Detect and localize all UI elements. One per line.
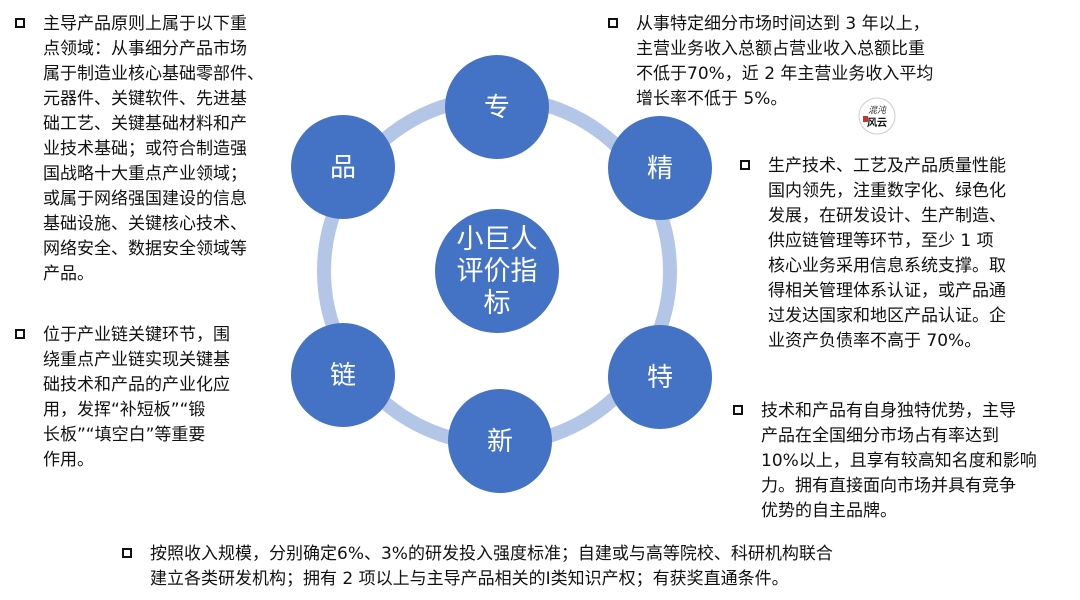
node-xin: 新	[448, 389, 552, 493]
node-te: 特	[608, 325, 712, 429]
note-lian-text: 位于产业链关键环节，围 绕重点产业链实现关键基 础技术和产品的产业化应 用，发挥…	[43, 325, 230, 470]
bullet-icon	[740, 160, 750, 170]
note-jing: 生产技术、工艺及产品质量性能 国内领先，注重数字化、绿色化 发展，在研发设计、生…	[740, 154, 1070, 354]
bullet-icon	[15, 329, 25, 339]
note-te: 技术和产品有自身独特优势，主导 产品在全国细分市场占有率达到 10%以上，且享有…	[733, 399, 1078, 524]
note-zhuan-text: 从事特定细分市场时间达到 3 年以上， 主营业务收入总额占营业收入总额比重 不低…	[636, 14, 934, 109]
bullet-icon	[608, 18, 618, 28]
center-circle: 小巨人评价指标	[435, 209, 559, 333]
node-zhuan: 专	[445, 55, 549, 159]
note-te-text: 技术和产品有自身独特优势，主导 产品在全国细分市场占有率达到 10%以上，且享有…	[761, 401, 1037, 521]
note-xin: 按照收入规模，分别确定6%、3%的研发投入强度标准；自建或与高等院校、科研机构联…	[122, 542, 1022, 592]
note-xin-text: 按照收入规模，分别确定6%、3%的研发投入强度标准；自建或与高等院校、科研机构联…	[150, 544, 833, 589]
node-lian: 链	[291, 323, 395, 427]
note-zhuan: 从事特定细分市场时间达到 3 年以上， 主营业务收入总额占营业收入总额比重 不低…	[608, 12, 988, 112]
bullet-icon	[15, 18, 25, 28]
node-pin: 品	[291, 115, 395, 219]
logo-text-top: 混沌	[868, 105, 887, 116]
node-label-jing: 精	[647, 154, 673, 184]
node-label-lian: 链	[330, 361, 356, 391]
bullet-icon	[122, 548, 132, 558]
note-pin-text: 主导产品原则上属于以下重 点领域：从事细分产品市场 属于制造业核心基础零部件、 …	[43, 14, 264, 284]
node-label-zhuan: 专	[484, 93, 510, 123]
center-label: 小巨人评价指标	[457, 224, 538, 319]
node-jing: 精	[608, 116, 712, 220]
note-jing-text: 生产技术、工艺及产品质量性能 国内领先，注重数字化、绿色化 发展，在研发设计、生…	[768, 156, 1006, 351]
bullet-icon	[733, 405, 743, 415]
node-label-te: 特	[647, 363, 673, 393]
note-pin: 主导产品原则上属于以下重 点领域：从事细分产品市场 属于制造业核心基础零部件、 …	[15, 12, 300, 287]
node-label-pin: 品	[330, 153, 356, 183]
note-lian: 位于产业链关键环节，围 绕重点产业链实现关键基 础技术和产品的产业化应 用，发挥…	[15, 323, 285, 473]
logo-text-bottom: 风云	[867, 117, 887, 129]
node-label-xin: 新	[487, 427, 513, 457]
logo-seal	[863, 116, 868, 122]
logo-icon: 混沌 风云	[858, 97, 896, 135]
